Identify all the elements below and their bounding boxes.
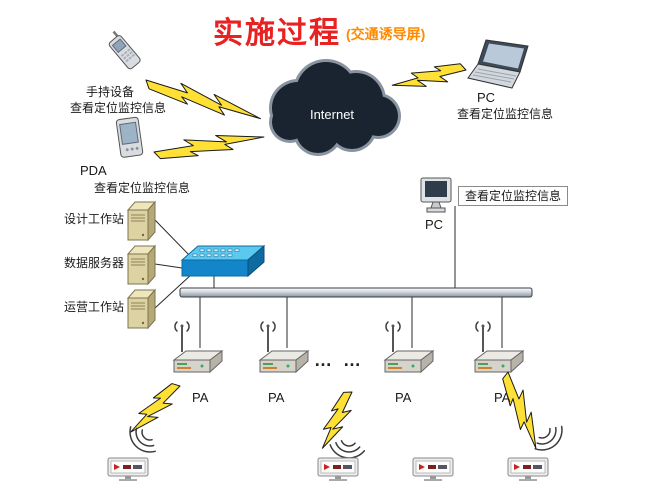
pa-label-3: PA: [395, 390, 412, 405]
network-switch-icon: [180, 244, 266, 278]
link-server-switch: [154, 263, 183, 269]
desktop-pc-icon: [420, 177, 452, 213]
laptop-pc-label: PC: [477, 90, 496, 105]
access-point-icon: [259, 321, 309, 373]
pa-label-4: PA: [494, 390, 511, 405]
handheld-phone-icon: [108, 30, 141, 70]
lightning-bolt-icon: [390, 52, 469, 103]
connection-lines: [154, 206, 503, 348]
access-point-icon: [384, 321, 434, 373]
internet-label: Internet: [309, 107, 355, 122]
link-workstation1-switch: [154, 219, 193, 259]
lightning-bolt-icon: [318, 386, 357, 454]
lightning-bolt-icon: [152, 119, 266, 170]
pda-icon: [115, 116, 144, 158]
link-workstation2-switch: [154, 273, 193, 309]
guidance-screen-icon: [107, 457, 149, 482]
desktop-pc-desc-box: 查看定位监控信息: [458, 186, 569, 207]
desktop-pc-label: PC: [425, 217, 444, 232]
internet-cloud-icon: [269, 59, 401, 156]
server-label-data: 数据服务器: [64, 256, 125, 270]
guidance-screen-icon: [507, 457, 549, 482]
guidance-screen-icon: [317, 457, 359, 482]
pda-name-label: PDA: [80, 163, 107, 178]
page-subtitle: (交通诱导屏): [346, 26, 426, 42]
laptop-icon: [467, 39, 529, 89]
server-tower-icon: [127, 201, 156, 241]
pda-desc-label: 查看定位监控信息: [94, 181, 191, 195]
wireless-signal-icon: [327, 438, 367, 462]
server-tower-icon: [127, 289, 156, 329]
page-title: 实施过程: [213, 17, 341, 50]
access-point-icon: [173, 321, 223, 373]
pa-label-2: PA: [268, 390, 285, 405]
server-tower-icon: [127, 245, 156, 285]
page-title-group: 实施过程 (交通诱导屏): [213, 8, 425, 52]
ellipsis-label: … …: [314, 350, 365, 370]
wireless-signal-icon: [530, 421, 569, 458]
workstation-label-design: 设计工作站: [64, 212, 125, 226]
laptop-pc-desc-label: 查看定位监控信息: [457, 107, 554, 121]
wireless-signal-icon: [122, 421, 161, 460]
lightning-bolt-icon: [141, 75, 265, 124]
handheld-desc-label: 查看定位监控信息: [70, 101, 167, 115]
workstation-label-ops: 运营工作站: [64, 300, 125, 314]
network-bus: [179, 287, 533, 298]
pa-label-1: PA: [192, 390, 209, 405]
handheld-name-label: 手持设备: [86, 85, 135, 99]
access-point-icon: [474, 321, 524, 373]
guidance-screen-icon: [412, 457, 454, 482]
